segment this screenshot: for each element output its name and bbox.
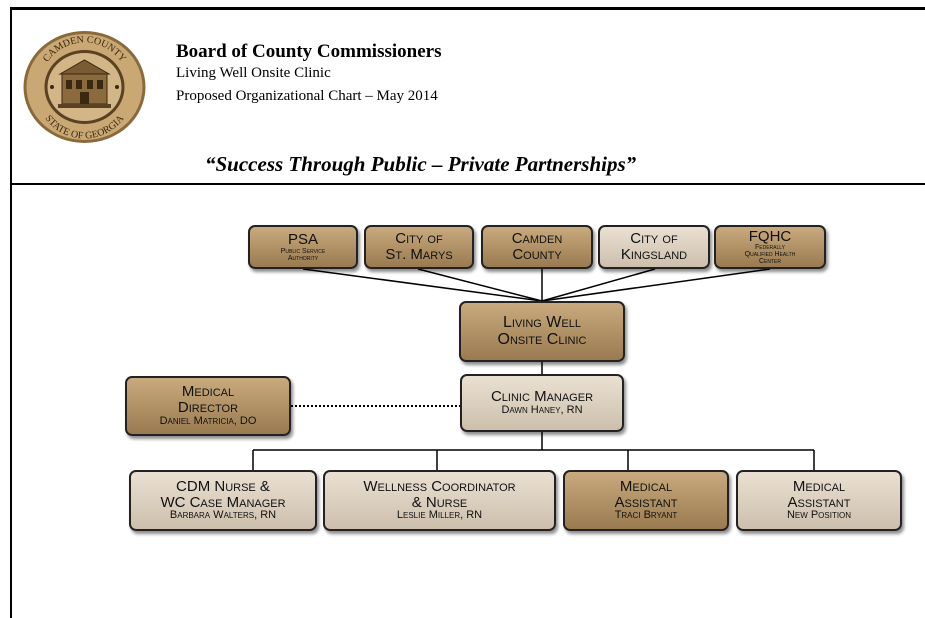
medical-director-name: Daniel Matricia, DO xyxy=(159,414,257,427)
page-border-left xyxy=(10,7,12,618)
page-border-top xyxy=(10,7,925,10)
partner-kingsland-line1: City of xyxy=(630,230,678,248)
partner-kingsland-line2: Kingsland xyxy=(620,246,688,263)
clinic-line1: Living Well xyxy=(503,313,581,331)
staff-cdm-line1: CDM Nurse & xyxy=(176,477,270,495)
staff-ma1-name: Traci Bryant xyxy=(614,509,678,522)
medical-director-line1: Medical xyxy=(181,383,235,401)
partner-camden-line1: Camden xyxy=(511,230,563,248)
partner-fqhc-sub3: Center xyxy=(758,258,781,266)
partner-fqhc-sub1: Federally xyxy=(754,244,786,252)
page-title: Board of County Commissioners xyxy=(176,41,442,62)
clinic-name: Living Well Onsite Clinic xyxy=(176,65,331,81)
partner-box-psa: PSA Public Service Authority xyxy=(248,225,358,269)
staff-box-cdm-nurse: CDM Nurse & WC Case Manager Barbara Walt… xyxy=(129,470,317,531)
clinic-manager-box: Clinic Manager Dawn Haney, RN xyxy=(460,374,624,432)
staff-box-wellness-coordinator: Wellness Coordinator & Nurse Leslie Mill… xyxy=(323,470,556,531)
partner-fqhc-title: FQHC xyxy=(748,227,792,245)
partner-box-st-marys: City of St. Marys xyxy=(364,225,474,269)
slogan: “Success Through Public – Private Partne… xyxy=(205,152,637,176)
staff-box-medical-assistant-1: Medical Assistant Traci Bryant xyxy=(563,470,729,531)
partner-box-fqhc: FQHC Federally Qualified Health Center xyxy=(714,225,826,269)
staff-ma1-line1: Medical xyxy=(619,477,673,495)
clinic-line2: Onsite Clinic xyxy=(497,330,587,348)
staff-ma1-line2: Assistant xyxy=(614,493,678,511)
staff-box-medical-assistant-2: Medical Assistant New Position xyxy=(736,470,902,531)
clinic-manager-title: Clinic Manager xyxy=(490,388,594,406)
partner-camden-line2: County xyxy=(512,246,562,263)
staff-ma2-line1: Medical xyxy=(792,477,846,495)
chart-label: Proposed Organizational Chart – May 2014 xyxy=(176,88,438,104)
clinic-manager-name: Dawn Haney, RN xyxy=(501,404,583,417)
partner-st-marys-line1: City of xyxy=(395,230,443,248)
partner-psa-sub1: Public Service xyxy=(280,247,326,255)
header-divider xyxy=(12,183,925,185)
staff-wellness-line1: Wellness Coordinator xyxy=(363,477,516,495)
connector-kingsland xyxy=(541,268,656,302)
county-seal-logo: CAMDEN COUNTY STATE OF GEORGIA xyxy=(23,31,146,143)
staff-wellness-line2: & Nurse xyxy=(411,493,468,511)
connector-st-marys xyxy=(417,268,543,302)
medical-director-box: Medical Director Daniel Matricia, DO xyxy=(125,376,291,436)
clinic-box: Living Well Onsite Clinic xyxy=(459,301,625,362)
connector-psa xyxy=(302,268,543,302)
medical-director-line2: Director xyxy=(177,399,239,417)
staff-wellness-name: Leslie Miller, RN xyxy=(396,509,483,522)
partner-st-marys-line2: St. Marys xyxy=(385,246,453,263)
staff-cdm-line2: WC Case Manager xyxy=(160,493,286,511)
partner-psa-title: PSA xyxy=(287,231,318,249)
partner-psa-sub2: Authority xyxy=(287,254,319,262)
partner-fqhc-sub2: Qualified Health xyxy=(744,251,796,259)
partner-box-kingsland: City of Kingsland xyxy=(598,225,710,269)
staff-ma2-line2: Assistant xyxy=(787,493,851,511)
staff-cdm-name: Barbara Walters, RN xyxy=(169,509,277,522)
partner-box-camden-county: Camden County xyxy=(481,225,593,269)
staff-ma2-name: New Position xyxy=(786,509,852,522)
connector-fqhc xyxy=(541,268,771,302)
